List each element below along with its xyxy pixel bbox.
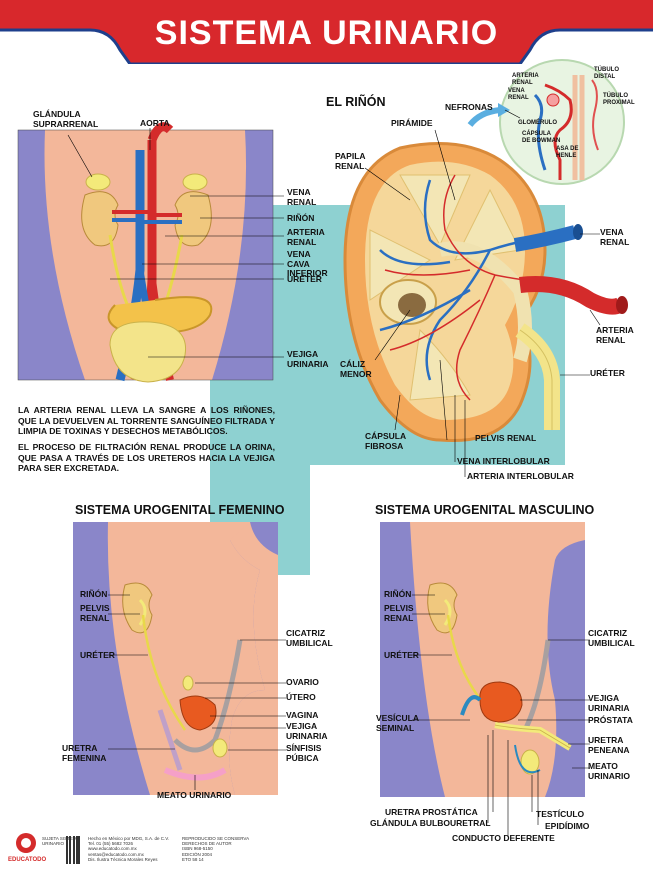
label-nephron-arteria: ARTERIA RENAL [512,73,539,86]
male-label-cicatriz-umbilical: CICATRIZ UMBILICAL [588,628,635,648]
female-label-ovario: OVARIO [286,677,319,687]
label-rinon: RIÑÓN [287,213,315,223]
male-label-ureter: URÉTER [384,650,419,660]
nephron-inset [467,59,625,185]
male-label-meato-urinario: MEATO URINARIO [588,761,631,781]
label-nephron-vena: VENA RENAL [508,88,529,101]
male-label-prostata: PRÓSTATA [588,715,633,725]
male-figure [380,522,585,797]
logo-text: EDUCATODO [8,857,47,863]
label-tubulo-proximal: TÚBULO PROXIMAL [603,93,635,106]
male-label-pelvis-renal: PELVIS RENAL [384,603,414,623]
female-label-utero: ÚTERO [286,692,316,702]
male-label-conducto-deferente: CONDUCTO DEFERENTE [452,833,555,843]
male-label-uretra-peneana: URETRA PENEANA [588,735,630,755]
nephron-arrow-icon [467,107,501,127]
female-label-rinon: RIÑÓN [80,589,108,599]
label-kidney-vena-renal: VENA RENAL [600,227,630,247]
male-label-testiculo: TESTÍCULO [536,809,585,819]
footer-rights: REPRODUCIDO SE CONSERVA DERECHOS DE AUTO… [182,836,250,862]
educatodo-logo [16,833,80,864]
female-label-vejiga-urinaria: VEJIGA URINARIA [286,721,328,741]
female-label-cicatriz-umbilical: CICATRIZ UMBILICAL [286,628,333,648]
male-label-rinon: RIÑÓN [384,589,412,599]
label-kidney-ureter: URÉTER [590,368,625,378]
female-label-sinfisis-pubica: SÍNFISIS PÚBICA [286,743,322,763]
label-piramide: PIRÁMIDE [391,118,433,128]
female-figure [73,522,278,795]
female-label-pelvis-renal: PELVIS RENAL [80,603,110,623]
label-aorta: AORTA [140,118,170,128]
label-arteria-renal: ARTERIA RENAL [287,227,325,247]
male-label-uretra-prostatica: URETRA PROSTÁTICA [385,807,478,817]
female-label-meato-urinario: MEATO URINARIO [157,790,232,800]
label-capsula-fibrosa: CÁPSULA FIBROSA [365,431,407,451]
label-kidney-arteria-renal: ARTERIA RENAL [596,325,634,345]
footer-product: SUJETA SISTEMA URINARIO [42,836,80,847]
title-banner [0,0,653,64]
label-caliz-menor: CÁLIZ MENOR [340,359,372,379]
male-label-vesicula-seminal: VESÍCULA SEMINAL [376,713,419,733]
male-section-title: SISTEMA UROGENITAL MASCULINO [375,503,595,517]
footer-publisher: Hecho en México por MDG, S.A. de C.V. Te… [88,836,170,862]
label-tubulo-distal: TÚBULO DISTAL [594,67,619,80]
label-capsula-bowman: CÁPSULA DE BOWMAN [522,131,561,144]
kidney-cross-section [343,142,628,443]
label-papila-renal: PAPILA RENAL [335,151,366,171]
label-vena-cava-inferior: VENA CAVA INFERIOR [287,249,328,278]
label-ureter: URÉTER [287,274,322,284]
paragraph-filtracion: EL PROCESO DE FILTRACIÓN RENAL PRODUCE L… [18,442,275,474]
label-arteria-interlobular: ARTERIA INTERLOBULAR [467,471,574,481]
label-vena-interlobular: VENA INTERLOBULAR [457,456,550,466]
label-asa-henle: ASA DE HENLE [556,146,579,159]
male-label-epididimo: EPIDÍDIMO [545,821,590,831]
female-label-ureter: URÉTER [80,650,115,660]
female-label-uretra-femenina: URETRA FEMENINA [62,743,107,763]
urinary-system-figure [17,122,274,383]
label-glomerulo: GLOMÉRULO [518,120,557,126]
label-pelvis-renal: PELVIS RENAL [475,433,537,443]
female-section-title: SISTEMA UROGENITAL FEMENINO [75,503,285,517]
label-vejiga-urinaria: VEJIGA URINARIA [287,349,329,369]
page-title: SISTEMA URINARIO [154,14,499,52]
label-nefronas: NEFRONAS [445,102,493,112]
female-label-vagina: VAGINA [286,710,319,720]
male-label-vejiga-urinaria: VEJIGA URINARIA [588,693,630,713]
paragraph-arteria: LA ARTERIA RENAL LLEVA LA SANGRE A LOS R… [18,405,275,437]
male-label-glandula-bulbouretral: GLÁNDULA BULBOURETRAL [370,818,491,828]
label-glandula-suprarrenal: GLÁNDULA SUPRARRENAL [33,109,99,129]
label-vena-renal: VENA RENAL [287,187,317,207]
kidney-title: EL RIÑÓN [326,95,386,109]
